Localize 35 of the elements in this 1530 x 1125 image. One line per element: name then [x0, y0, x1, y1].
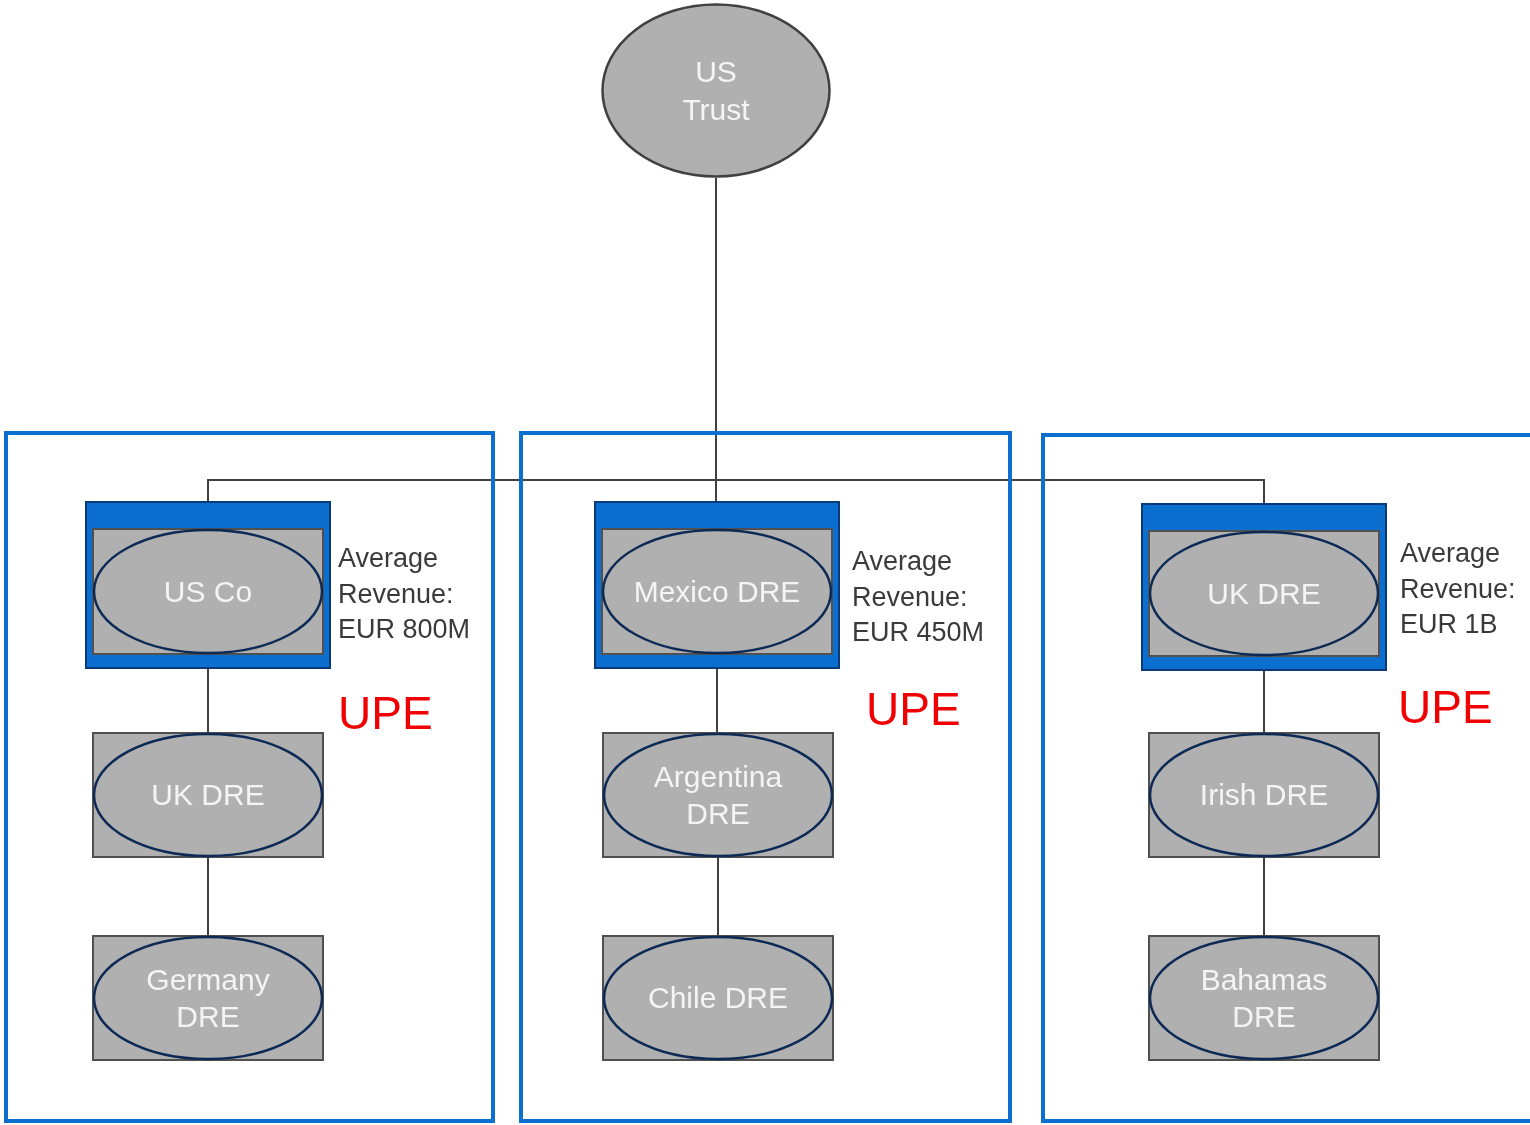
node-label: US Trust: [681, 54, 751, 128]
upe-label: UPE: [338, 686, 434, 740]
node-label: Germany DRE: [145, 961, 271, 1035]
revenue-note: Average Revenue: EUR 800M: [338, 542, 472, 647]
entity-box: [1141, 503, 1387, 671]
revenue-note: Average Revenue: EUR 1B: [1400, 537, 1517, 642]
connector-line: [717, 857, 719, 936]
entity-box: [1148, 732, 1380, 858]
connector-line: [207, 857, 209, 936]
entity-oval: [601, 3, 831, 178]
entity-box: [92, 732, 324, 858]
connector-line: [1263, 857, 1265, 936]
upe-label: UPE: [1398, 680, 1494, 734]
entity-box: [92, 935, 324, 1061]
node-label: UK DRE: [1207, 575, 1321, 612]
node-label: Argentina DRE: [652, 758, 784, 832]
node-label: US Co: [163, 573, 253, 610]
node-label: UK DRE: [151, 777, 265, 814]
connector-line: [207, 668, 209, 733]
group-frame: [4, 431, 495, 1123]
connector-line: [1263, 670, 1265, 733]
entity-box: [594, 501, 840, 669]
group-frame: [1041, 433, 1530, 1123]
entity-box: [1148, 935, 1380, 1061]
node-label: Irish DRE: [1199, 777, 1329, 814]
entity-box: [85, 501, 331, 669]
node-label: Mexico DRE: [633, 573, 801, 610]
group-frame: [519, 431, 1012, 1123]
upe-label: UPE: [866, 682, 962, 736]
node-label: Chile DRE: [647, 980, 788, 1017]
revenue-note: Average Revenue: EUR 450M: [852, 545, 986, 650]
node-label: Bahamas DRE: [1199, 961, 1329, 1035]
connector-line: [716, 668, 718, 733]
entity-box: [602, 732, 834, 858]
entity-box: [602, 935, 834, 1061]
